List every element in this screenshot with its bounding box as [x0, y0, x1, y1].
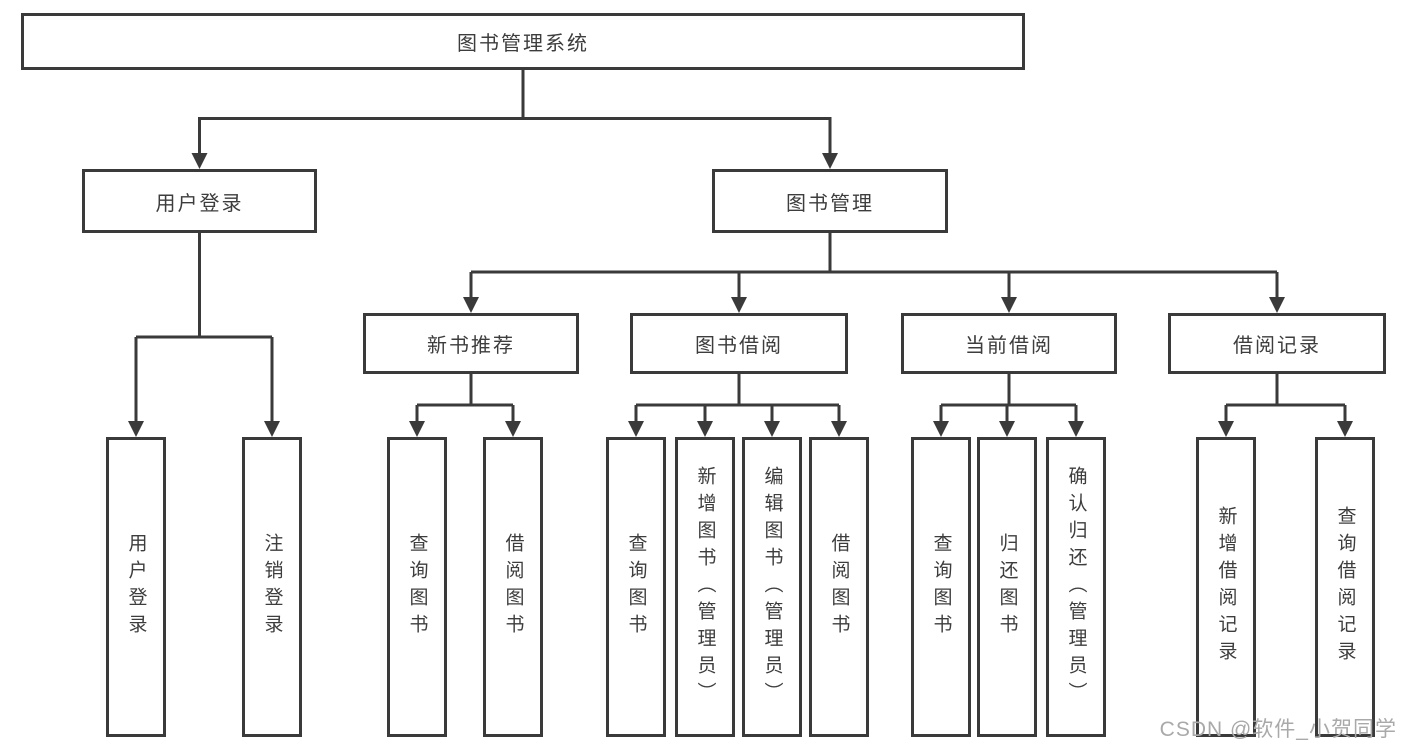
arrow-down-icon [463, 297, 479, 313]
node-user-login: 用户登录 [82, 169, 317, 233]
leaf-query-books-current: 查询图书 [911, 437, 971, 737]
leaf-logout: 注销登录 [242, 437, 302, 737]
node-root-system: 图书管理系统 [21, 13, 1025, 70]
node-borrow-records: 借阅记录 [1168, 313, 1386, 374]
leaf-label: 借阅图书 [502, 533, 524, 641]
leaf-query-books-recommend: 查询图书 [387, 437, 447, 737]
leaf-label: 查询图书 [406, 533, 428, 641]
leaf-label: 用户登录 [125, 533, 147, 641]
arrow-down-icon [128, 421, 144, 437]
arrow-down-icon [628, 421, 644, 437]
leaf-user-login: 用户登录 [106, 437, 166, 737]
leaf-edit-book-admin: 编辑图书（管理员） [742, 437, 802, 737]
leaf-borrow-books-borrow: 借阅图书 [809, 437, 869, 737]
leaf-query-books-borrow: 查询图书 [606, 437, 666, 737]
node-label: 借阅记录 [1233, 335, 1321, 357]
arrow-down-icon [999, 421, 1015, 437]
node-current-borrow: 当前借阅 [901, 313, 1117, 374]
leaf-label: 查询图书 [625, 533, 647, 641]
arrow-down-icon [1001, 297, 1017, 313]
leaf-label: 借阅图书 [828, 533, 850, 641]
arrow-down-icon [764, 421, 780, 437]
node-label: 图书管理系统 [457, 33, 589, 55]
node-label: 图书借阅 [695, 335, 783, 357]
leaf-confirm-return-admin: 确认归还（管理员） [1046, 437, 1106, 737]
arrow-down-icon [1337, 421, 1353, 437]
arrow-down-icon [731, 297, 747, 313]
node-book-management: 图书管理 [712, 169, 948, 233]
leaf-query-borrow-record: 查询借阅记录 [1315, 437, 1375, 737]
arrow-down-icon [933, 421, 949, 437]
leaf-add-book-admin: 新增图书（管理员） [675, 437, 735, 737]
leaf-borrow-books-recommend: 借阅图书 [483, 437, 543, 737]
arrow-down-icon [697, 421, 713, 437]
arrow-down-icon [264, 421, 280, 437]
node-label: 用户登录 [155, 192, 244, 215]
node-label: 当前借阅 [965, 335, 1053, 357]
arrow-down-icon [1269, 297, 1285, 313]
leaf-add-borrow-record: 新增借阅记录 [1196, 437, 1256, 737]
node-label: 新书推荐 [427, 335, 515, 357]
leaf-return-book: 归还图书 [977, 437, 1037, 737]
arrow-down-icon [822, 153, 838, 169]
arrow-down-icon [409, 421, 425, 437]
arrow-down-icon [191, 153, 208, 169]
arrow-down-icon [1218, 421, 1234, 437]
node-label: 图书管理 [786, 192, 874, 215]
leaf-label: 查询借阅记录 [1334, 506, 1356, 668]
leaf-label: 确认归还（管理员） [1065, 465, 1087, 709]
arrow-down-icon [831, 421, 847, 437]
node-book-borrow: 图书借阅 [630, 313, 848, 374]
leaf-label: 归还图书 [996, 533, 1018, 641]
leaf-label: 新增借阅记录 [1215, 506, 1237, 668]
leaf-label: 查询图书 [930, 533, 952, 641]
arrow-down-icon [1068, 421, 1084, 437]
arrow-down-icon [505, 421, 521, 437]
leaf-label: 注销登录 [261, 533, 283, 641]
csdn-watermark: CSDN @软件_小贺同学 [1159, 718, 1397, 741]
leaf-label: 新增图书（管理员） [694, 465, 716, 709]
leaf-label: 编辑图书（管理员） [761, 465, 783, 709]
node-new-book-recommend: 新书推荐 [363, 313, 579, 374]
